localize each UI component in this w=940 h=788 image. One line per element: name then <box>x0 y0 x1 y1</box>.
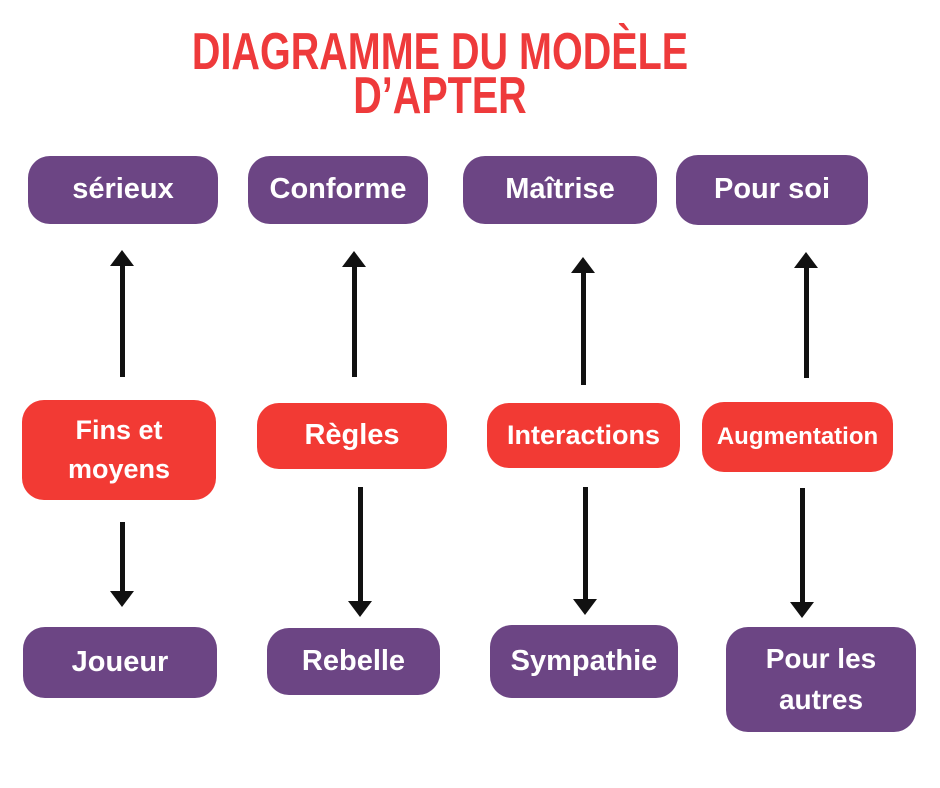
state-box-serieux: sérieux <box>28 156 218 224</box>
state-box-maitrise: Maîtrise <box>463 156 657 224</box>
arrow-down-augmentation-pourlesautres <box>790 488 814 618</box>
arrow-up-fins-serieux <box>110 250 134 377</box>
arrow-shaft <box>582 487 588 599</box>
arrow-shaft <box>799 488 805 602</box>
state-box-joueur: Joueur <box>23 627 217 698</box>
arrow-down-regles-rebelle <box>348 487 372 617</box>
arrow-shaft <box>803 268 809 378</box>
state-box-rebelle: Rebelle <box>267 628 440 695</box>
arrowhead-down-icon <box>573 599 597 615</box>
state-box-conforme: Conforme <box>248 156 428 224</box>
arrowhead-up-icon <box>342 251 366 267</box>
state-box-pour-les-autres: Pour les autres <box>726 627 916 732</box>
arrowhead-down-icon <box>790 602 814 618</box>
arrow-shaft <box>351 267 357 377</box>
title-line-2: D’APTER <box>353 67 527 126</box>
arrow-shaft <box>119 522 125 591</box>
state-box-pour-soi: Pour soi <box>676 155 868 225</box>
state-box-sympathie: Sympathie <box>490 625 678 698</box>
arrow-shaft <box>357 487 363 601</box>
arrow-up-regles-conforme <box>342 251 366 377</box>
arrow-down-fins-joueur <box>110 522 134 607</box>
title-line-1: DIAGRAMME DU MODÈLE <box>191 23 689 81</box>
arrow-down-interactions-sympathie <box>573 487 597 615</box>
arrow-up-interactions-maitrise <box>571 257 595 385</box>
arrowhead-down-icon <box>348 601 372 617</box>
arrow-shaft <box>580 273 586 385</box>
dimension-box-interactions: Interactions <box>487 403 680 468</box>
arrowhead-down-icon <box>110 591 134 607</box>
dimension-box-fins-et-moyens: Fins et moyens <box>22 400 216 500</box>
arrow-up-augmentation-poursoi <box>794 252 818 378</box>
dimension-box-augmentation: Augmentation <box>702 402 893 472</box>
arrowhead-up-icon <box>794 252 818 268</box>
diagram-title: DIAGRAMME DU MODÈLE D’APTER <box>106 23 775 126</box>
arrowhead-up-icon <box>110 250 134 266</box>
arrow-shaft <box>119 266 125 377</box>
dimension-box-regles: Règles <box>257 403 447 469</box>
arrowhead-up-icon <box>571 257 595 273</box>
